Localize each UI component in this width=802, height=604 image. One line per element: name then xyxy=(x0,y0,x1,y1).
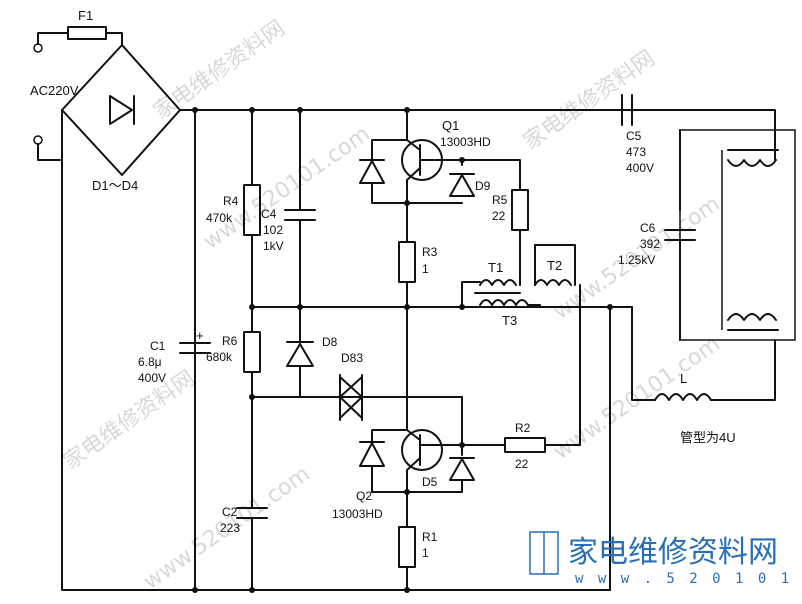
resistor-r3 xyxy=(398,241,416,283)
label-l: L xyxy=(680,371,687,386)
plus-sign: + xyxy=(196,328,204,343)
label-t2: T2 xyxy=(547,258,562,273)
tube-outline xyxy=(679,129,796,341)
label-q2: Q2 xyxy=(356,489,372,503)
label-c1-voltage: 400V xyxy=(138,371,166,385)
label-r6: R6 xyxy=(222,334,238,348)
watermark-text: 家电维修资料网 xyxy=(149,16,290,125)
resistor-r1 xyxy=(398,526,416,568)
transformer: T1 T2 T3 xyxy=(459,244,581,446)
label-c4-voltage: 1kV xyxy=(263,239,284,253)
label-c5: C5 xyxy=(626,129,642,143)
terminal-top xyxy=(33,43,43,53)
resistor-r6 xyxy=(243,331,261,373)
label-c2: C2 xyxy=(222,505,238,519)
label-r5: R5 xyxy=(492,193,508,207)
label-r4-value: 470k xyxy=(206,211,233,225)
label-q1-part: 13003HD xyxy=(440,135,491,149)
label-d9: D9 xyxy=(475,179,491,193)
label-tube-type: 管型为4U xyxy=(680,430,736,445)
label-q1: Q1 xyxy=(442,118,459,133)
resistor-r5 xyxy=(511,189,529,231)
watermark-text: www.520101.com xyxy=(199,121,375,254)
label-r2: R2 xyxy=(515,421,531,435)
lamp-tube: C6 392 1.25kV xyxy=(618,129,796,341)
label-r5-value: 22 xyxy=(492,209,506,223)
resistor-r2 xyxy=(504,437,546,453)
label-r1-value: 1 xyxy=(422,546,429,560)
label-c5-voltage: 400V xyxy=(626,161,654,175)
label-c1-value: 6.8μ xyxy=(138,355,162,369)
label-c6-value: 392 xyxy=(640,237,660,251)
logo-url: w w w . 5 2 0 1 0 1 . c o m xyxy=(575,571,802,587)
label-c5-value: 473 xyxy=(626,145,646,159)
ac-input: F1 AC220V xyxy=(30,8,123,161)
label-q2-part: 13003HD xyxy=(332,507,383,521)
label-r1: R1 xyxy=(422,530,438,544)
label-d83: D83 xyxy=(341,351,363,365)
label-c6: C6 xyxy=(640,221,656,235)
bridge-rectifier: D1～D4 xyxy=(61,44,701,591)
label-ac220v: AC220V xyxy=(30,83,79,98)
label-c2-value: 223 xyxy=(220,521,240,535)
watermark-layer: 家电维修资料网 www.520101.com 家电维修资料网 www.52010… xyxy=(59,16,725,595)
c4-capacitor: C4 102 1kV xyxy=(261,107,316,310)
label-c1: C1 xyxy=(150,339,166,353)
fuse-f1 xyxy=(67,26,107,40)
diode-d8: D8 xyxy=(286,306,338,398)
r4-r6-c2-chain: R4 470k R6 680k C2 223 xyxy=(206,107,268,593)
label-c6-voltage: 1.25kV xyxy=(618,253,655,267)
site-logo: 家电维修资料网 w w w . 5 2 0 1 0 1 . c o m xyxy=(529,531,802,587)
c1-capacitor: + C1 6.8μ 400V xyxy=(138,328,211,385)
watermark-text: 家电维修资料网 xyxy=(59,366,200,475)
label-c4-value: 102 xyxy=(263,223,283,237)
label-c4: C4 xyxy=(261,207,277,221)
inductor-l: L 管型为4U xyxy=(631,306,776,445)
transistor-q2: D5 R2 22 Q2 13003HD xyxy=(332,396,581,521)
label-t3: T3 xyxy=(502,313,517,328)
label-f1: F1 xyxy=(78,8,93,23)
diac-d83: D83 xyxy=(251,351,463,421)
label-r3-value: 1 xyxy=(422,262,429,276)
label-t1: T1 xyxy=(488,260,503,275)
logo-text: 家电维修资料网 xyxy=(568,535,778,570)
label-d5: D5 xyxy=(422,475,438,489)
label-r6-value: 680k xyxy=(206,350,233,364)
label-d8: D8 xyxy=(322,335,338,349)
main-bus xyxy=(192,107,198,593)
c5-capacitor: C5 473 400V xyxy=(621,94,776,175)
resistor-r1-group: R1 1 xyxy=(398,491,438,593)
label-r3: R3 xyxy=(422,245,438,259)
label-r2-value: 22 xyxy=(515,457,529,471)
label-r4: R4 xyxy=(223,194,239,208)
terminal-bottom xyxy=(33,135,43,145)
transistor-q1: Q1 13003HD D9 R5 22 xyxy=(359,107,529,286)
resistor-r3-group: R3 1 xyxy=(398,202,438,421)
label-bridge: D1～D4 xyxy=(92,178,138,193)
